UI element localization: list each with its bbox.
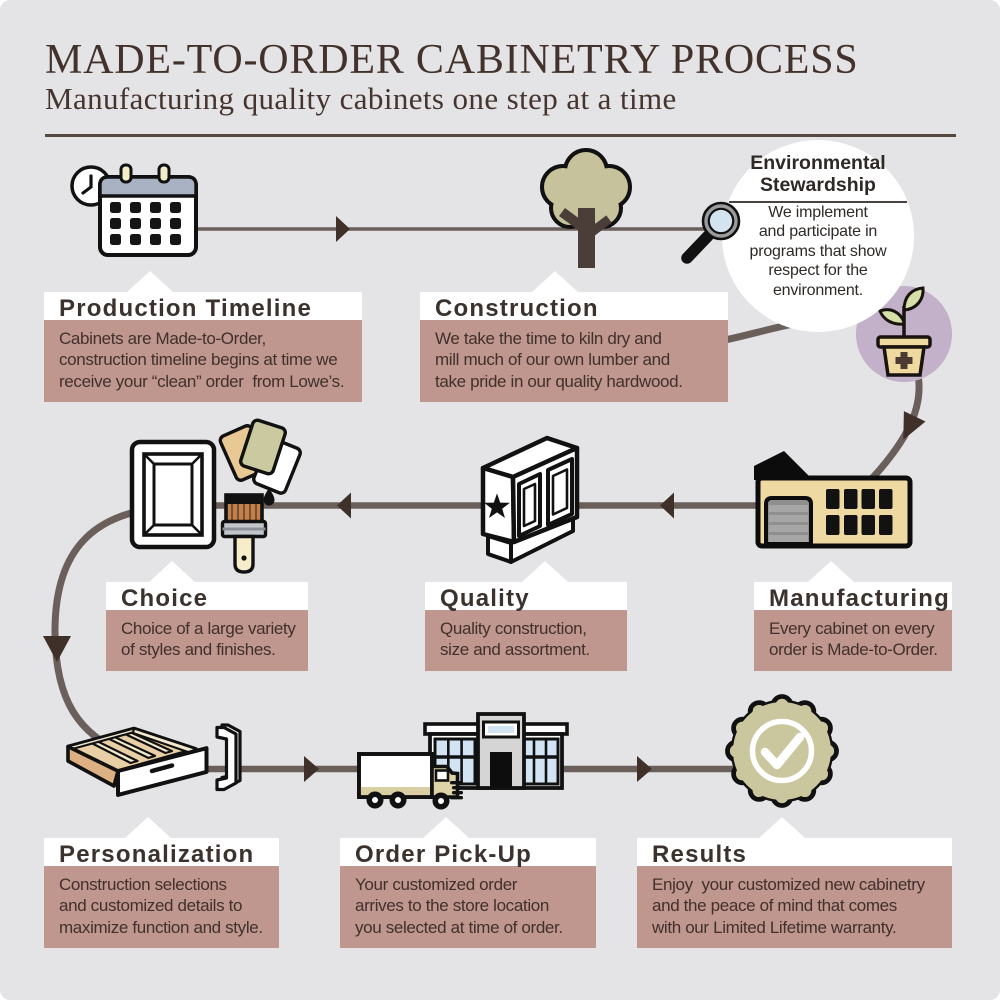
door-sample-icon: [129, 439, 217, 550]
pull-handle-icon: [215, 723, 242, 792]
drawer-icon: [66, 726, 209, 797]
cabinet-icon: [480, 435, 580, 564]
header-divider: [45, 134, 956, 137]
page-title: MADE-TO-ORDER CABINETRY PROCESS: [45, 37, 859, 83]
environmental-title: Environmental Stewardship: [750, 152, 886, 196]
step-body-manufacturing: Every cabinet on every order is Made-to-…: [754, 610, 952, 671]
step-body-order-pickup: Your customized order arrives to the sto…: [340, 866, 596, 948]
step-box-personalization: Personalization Construction selections …: [44, 817, 279, 948]
notch-choice: [149, 561, 195, 582]
arrow-row2-left-1: [337, 492, 351, 519]
arrow-row3-right-1: [304, 756, 319, 782]
magnifier-icon: [681, 201, 741, 264]
step-body-production-timeline: Cabinets are Made-to-Order, construction…: [44, 320, 362, 402]
step-title-manufacturing: Manufacturing: [769, 585, 950, 612]
plant-circle-icon: [856, 286, 952, 382]
step-box-construction: Construction We take the time to kiln dr…: [420, 271, 728, 402]
step-title-results: Results: [652, 841, 748, 868]
notch-personalization: [125, 817, 171, 838]
arrow-curve-right-down: [903, 411, 926, 440]
truck-icon: [357, 752, 463, 810]
page-subtitle: Manufacturing quality cabinets one step …: [45, 81, 677, 116]
step-body-personalization: Construction selections and customized d…: [44, 866, 279, 948]
step-box-choice: Choice Choice of a large variety of styl…: [106, 561, 308, 671]
step-title-choice: Choice: [121, 585, 209, 612]
step-title-quality: Quality: [440, 585, 530, 612]
notch-order-pickup: [423, 817, 469, 838]
step-body-choice: Choice of a large variety of styles and …: [106, 610, 308, 671]
tree-icon: [540, 148, 632, 268]
notch-quality: [522, 561, 568, 582]
step-title-personalization: Personalization: [59, 841, 255, 868]
notch-manufacturing: [808, 561, 854, 582]
arrow-row2-left-2: [660, 492, 674, 519]
step-title-construction: Construction: [435, 295, 599, 322]
flow-curve-left: [51, 503, 169, 761]
environmental-divider: [729, 201, 907, 203]
step-box-manufacturing: Manufacturing Every cabinet on every ord…: [754, 561, 952, 671]
notch-results: [759, 817, 805, 838]
checkmark-icon: [760, 732, 805, 770]
badge-icon: [725, 694, 839, 808]
step-body-quality: Quality construction, size and assortmen…: [425, 610, 627, 671]
arrow-row3-right-2: [637, 756, 652, 782]
paint-drip-icon: [263, 488, 275, 506]
step-title-order-pickup: Order Pick-Up: [355, 841, 532, 868]
arrow-row1-right: [336, 216, 350, 242]
step-body-results: Enjoy your customized new cabinetry and …: [637, 866, 952, 948]
step-box-results: Results Enjoy your customized new cabine…: [637, 817, 952, 948]
environmental-body: We implement and participate in programs…: [749, 204, 887, 299]
environmental-stewardship-bubble: Environmental Stewardship We implement a…: [722, 140, 914, 332]
calendar-icon: [70, 163, 198, 257]
step-box-quality: Quality Quality construction, size and a…: [425, 561, 627, 671]
star-icon: [484, 493, 510, 518]
factory-icon: [754, 451, 913, 549]
arrow-curve-left-down: [43, 636, 71, 662]
notch-construction: [532, 271, 578, 292]
swatch-cards-icon: [218, 418, 302, 495]
step-box-order-pickup: Order Pick-Up Your customized order arri…: [340, 817, 596, 948]
paintbrush-icon: [220, 488, 275, 574]
step-title-production-timeline: Production Timeline: [59, 295, 313, 322]
step-body-construction: We take the time to kiln dry and mill mu…: [420, 320, 728, 402]
store-icon: [423, 712, 569, 790]
notch-production-timeline: [127, 271, 173, 292]
step-box-production-timeline: Production Timeline Cabinets are Made-to…: [44, 271, 362, 402]
